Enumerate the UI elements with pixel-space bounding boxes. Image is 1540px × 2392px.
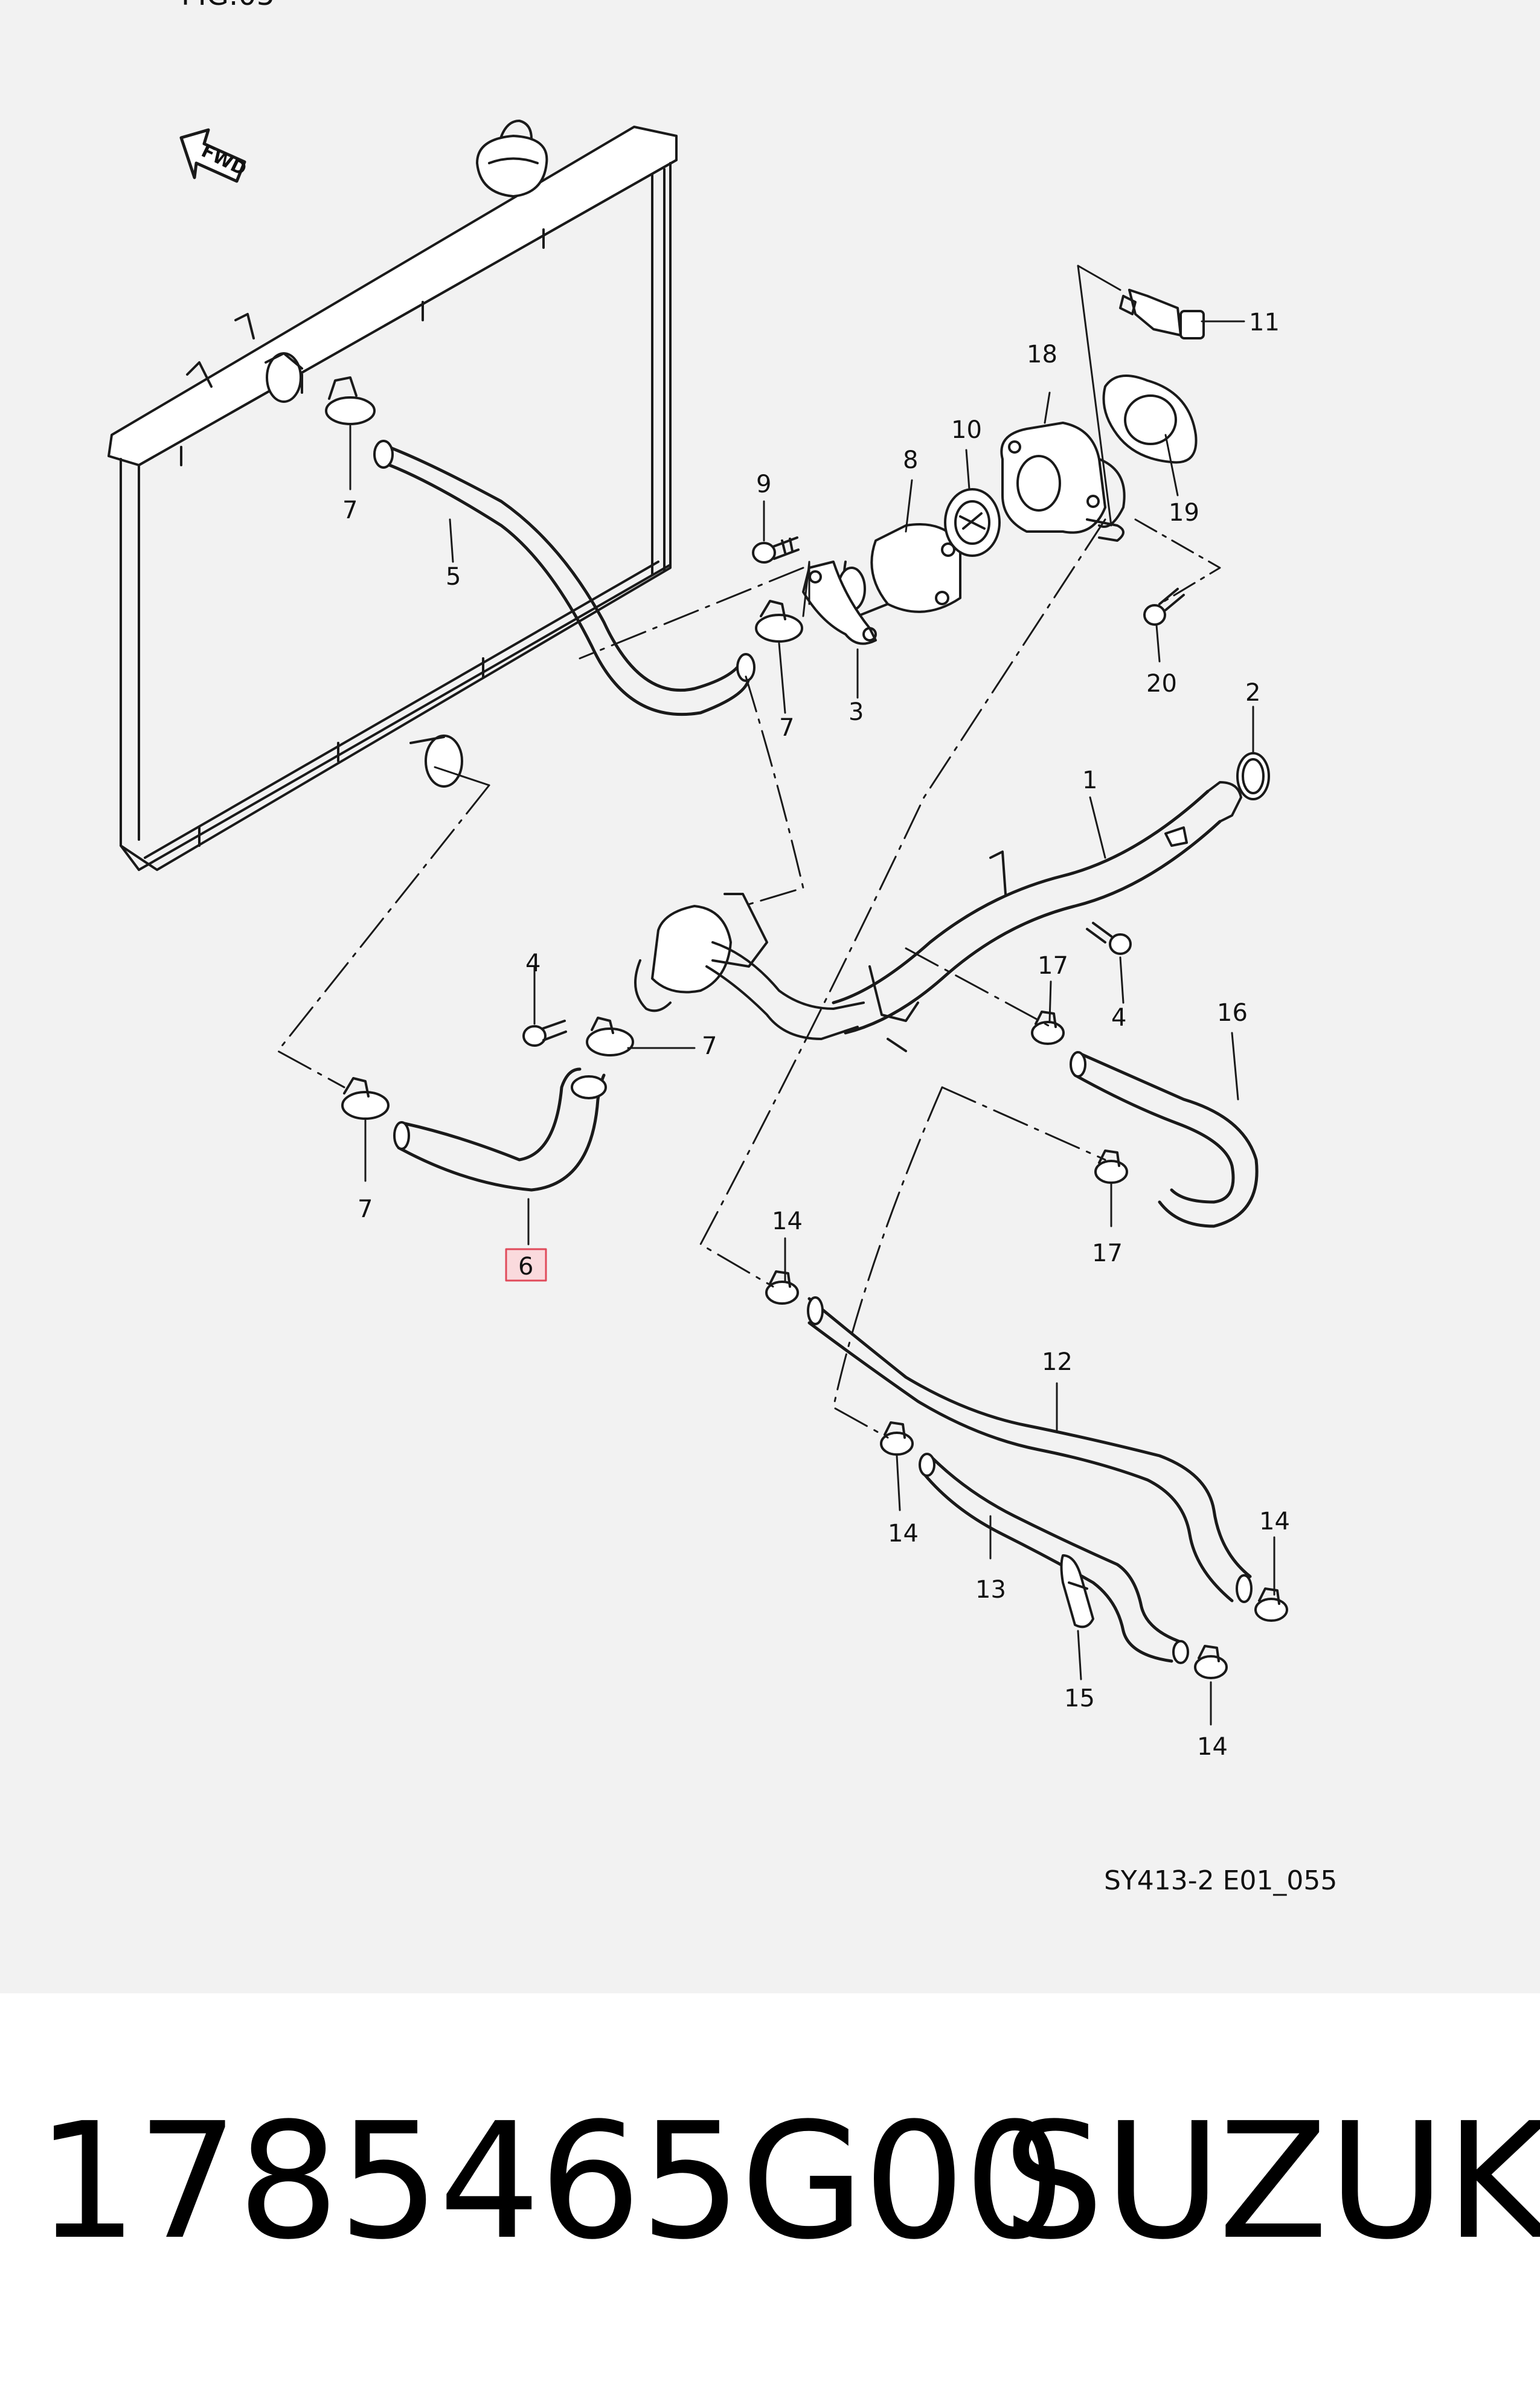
- clamp-14-c: [1254, 1587, 1288, 1622]
- diagram-panel: FIG.05 FWD: [0, 0, 1540, 1993]
- temp-sensor: [1119, 289, 1205, 339]
- clamp-17-lower: [1094, 1149, 1128, 1184]
- callout-label: 19: [1169, 499, 1199, 527]
- clamp-7-lower: [341, 1077, 390, 1120]
- water-inlet: [634, 893, 865, 1040]
- clamp-7-upper: [325, 376, 376, 425]
- callout-label: 7: [702, 1032, 717, 1060]
- callout-label: 14: [1197, 1733, 1228, 1761]
- thermostat-case: [1000, 422, 1126, 542]
- thermostat: [944, 488, 1001, 557]
- callout-label: 14: [772, 1207, 803, 1235]
- callout-label: 17: [1038, 952, 1068, 980]
- callout-label: 15: [1064, 1685, 1095, 1712]
- heater-hose-16: [1070, 1051, 1259, 1228]
- callout-label: 7: [779, 714, 794, 742]
- brand-name: SUZUKI: [1003, 2089, 1540, 2275]
- footer: [0, 1993, 1540, 2392]
- callout-label: 4: [525, 950, 541, 977]
- hose-clamps: [325, 376, 1288, 1679]
- bolt-20: [1143, 588, 1185, 626]
- callout-label: 1: [1082, 767, 1097, 794]
- callout-label: 9: [756, 471, 771, 498]
- callout-label: 8: [903, 446, 918, 474]
- lower-radiator-hose: [393, 1067, 607, 1192]
- callout-label: 20: [1146, 670, 1177, 698]
- callout-label: 13: [975, 1576, 1006, 1604]
- callout-label: 14: [1259, 1508, 1290, 1535]
- water-pipe-1: [832, 781, 1242, 1052]
- bracket-3: [802, 561, 877, 645]
- clamp-14-b: [880, 1421, 914, 1456]
- callout-label: 6: [518, 1253, 533, 1281]
- highlight-box-6: [505, 1248, 547, 1282]
- o-ring-2: [1236, 752, 1270, 800]
- clamp-7-outlet: [755, 600, 803, 643]
- callout-label: 16: [1217, 999, 1248, 1027]
- bolt-4-right: [1086, 922, 1132, 955]
- cooling-system-diagram: FIG.05 FWD: [107, 0, 1337, 1896]
- bolt-4-left: [522, 1020, 567, 1047]
- heater-hose-12: [807, 1296, 1253, 1603]
- heater-hose-13: [919, 1453, 1189, 1664]
- callout-label: 10: [951, 416, 982, 444]
- clamp-7-inlet: [586, 1017, 634, 1056]
- leader-lines: [349, 320, 1275, 1726]
- diagram-code: SY413-2 E01_055: [1104, 1865, 1337, 1896]
- gasket: [1102, 375, 1198, 464]
- clamp-17-upper: [1031, 1011, 1065, 1045]
- callout-label: 2: [1245, 679, 1260, 707]
- radiator: [107, 120, 678, 871]
- clamp-14-a: [765, 1270, 799, 1305]
- callout-label: 5: [446, 563, 461, 591]
- header-fragment: FIG.05: [181, 0, 275, 12]
- bolt-9: [752, 536, 800, 564]
- callout-label: 4: [1111, 1004, 1126, 1032]
- callout-numbers: 1 2 3 4 4 5 6 7 7 7 7 8 9 10 11 12 13 14…: [342, 309, 1290, 1761]
- callout-label: 14: [888, 1520, 919, 1548]
- clamp-14-d: [1194, 1645, 1228, 1679]
- reference-lines: [277, 265, 1221, 1439]
- callout-label: 18: [1027, 341, 1057, 368]
- upper-radiator-hose: [373, 440, 756, 716]
- callout-label: 17: [1092, 1239, 1123, 1267]
- hose-clip-15: [1060, 1554, 1094, 1628]
- callout-label: 7: [342, 497, 358, 524]
- callout-label: 3: [849, 698, 864, 726]
- water-outlet: [837, 523, 961, 617]
- fwd-arrow-icon: FWD: [179, 128, 250, 183]
- callout-label: 12: [1042, 1348, 1073, 1376]
- callout-label: 11: [1249, 309, 1280, 336]
- part-number: 1785465G00: [36, 2089, 1066, 2275]
- callout-label: 7: [358, 1195, 373, 1223]
